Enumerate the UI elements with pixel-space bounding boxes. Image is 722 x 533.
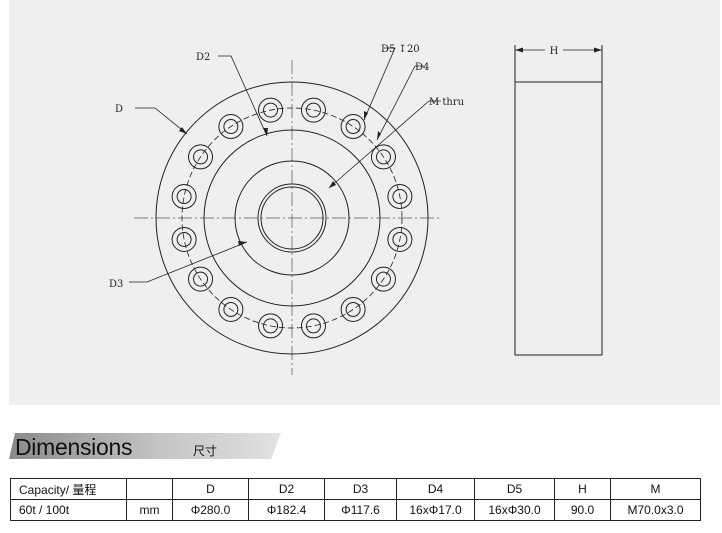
cell-capacity: 60t / 100t — [10, 499, 127, 521]
bolt-counterbore — [370, 144, 396, 170]
flange-circles — [155, 81, 429, 355]
bolt-counterbore — [218, 296, 244, 322]
section-title-cn: 尺寸 — [193, 444, 218, 458]
bolt-hole — [392, 231, 408, 247]
bolt-counterbore — [340, 114, 366, 140]
hub-circle — [234, 160, 350, 276]
bolt-counterbore — [387, 184, 413, 210]
height-arrowheads — [515, 47, 602, 53]
header-h: H — [554, 478, 611, 500]
bolt-hole — [193, 149, 209, 165]
header-d2: D2 — [248, 478, 325, 500]
thread-hole-inner-circle — [260, 186, 324, 250]
label-d4: D4 — [415, 62, 429, 73]
cell-d5: 16xΦ30.0 — [474, 499, 555, 521]
inner-step-circle — [203, 129, 381, 307]
side-view — [514, 45, 603, 356]
cell-h: 90.0 — [554, 499, 611, 521]
thread-hole-circle — [257, 183, 327, 253]
dimensions-table: Capacity/ 量程 D D2 D3 D4 D5 H M 60t / 100… — [10, 478, 701, 521]
section-banner: Dimensions 尺寸 — [9, 433, 281, 460]
technical-drawing-panel: D D2 D5 ↧20 D4 M thru D3 H — [9, 0, 720, 405]
cell-d: Φ280.0 — [172, 499, 249, 521]
cell-d4: 16xΦ17.0 — [396, 499, 475, 521]
label-h: H — [550, 46, 559, 57]
header-unit — [126, 478, 173, 500]
header-d: D — [172, 478, 249, 500]
bolt-hole — [345, 119, 361, 135]
bolt-hole — [375, 271, 391, 287]
label-d5: D5 ↧20 — [381, 44, 420, 55]
header-m: M — [610, 478, 701, 500]
bolt-hole — [176, 231, 192, 247]
label-d2: D2 — [196, 52, 210, 63]
bolt-counterbore — [171, 226, 197, 252]
bolt-counterbore — [258, 313, 284, 339]
outer-diameter-circle — [155, 81, 429, 355]
bolt-hole — [392, 189, 408, 205]
arrowheads — [179, 111, 381, 246]
table-header-row: Capacity/ 量程 D D2 D3 D4 D5 H M — [10, 478, 701, 500]
bolt-counterbore — [340, 296, 366, 322]
bolt-counterbore — [171, 184, 197, 210]
technical-drawing: D D2 D5 ↧20 D4 M thru D3 H — [109, 44, 603, 375]
cell-unit: mm — [126, 499, 173, 521]
bolt-counterbore — [387, 226, 413, 252]
bolt-hole — [263, 102, 279, 118]
bolt-counterbore — [300, 313, 326, 339]
bolt-hole — [176, 189, 192, 205]
bolt-hole — [193, 271, 209, 287]
bolt-counterbore — [370, 266, 396, 292]
table-row: 60t / 100t mm Φ280.0 Φ182.4 Φ117.6 16xΦ1… — [10, 499, 701, 521]
bolt-holes — [171, 97, 413, 339]
cell-d3: Φ117.6 — [324, 499, 397, 521]
bolt-counterbore — [258, 97, 284, 123]
bolt-hole — [345, 301, 361, 317]
header-d3: D3 — [324, 478, 397, 500]
cell-d2: Φ182.4 — [248, 499, 325, 521]
bolt-hole — [305, 102, 321, 118]
bolt-counterbore — [300, 97, 326, 123]
header-d4: D4 — [396, 478, 475, 500]
bolt-counterbore — [188, 144, 214, 170]
bolt-counterbore — [188, 266, 214, 292]
label-d3: D3 — [109, 279, 123, 290]
centerlines — [134, 60, 439, 375]
bolt-hole — [375, 149, 391, 165]
label-d: D — [115, 104, 123, 115]
bolt-hole — [305, 318, 321, 334]
cell-m: M70.0x3.0 — [610, 499, 701, 521]
label-m-thru: M thru — [429, 97, 465, 108]
leader-lines — [129, 47, 441, 283]
bolt-pitch-circle — [181, 107, 403, 329]
bolt-hole — [263, 318, 279, 334]
bolt-hole — [223, 301, 239, 317]
banner-shape — [9, 433, 281, 459]
header-capacity: Capacity/ 量程 — [10, 478, 127, 500]
section-title: Dimensions — [15, 434, 133, 460]
bolt-counterbore — [218, 114, 244, 140]
header-d5: D5 — [474, 478, 555, 500]
bolt-hole — [223, 119, 239, 135]
